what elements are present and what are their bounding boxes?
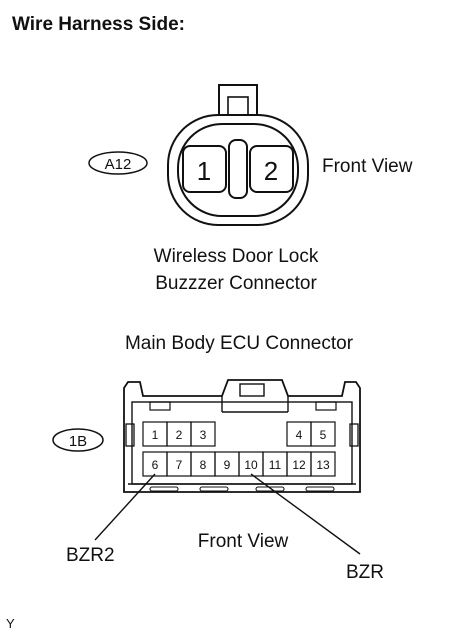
bzr2-leader-line [94, 473, 156, 541]
a12-pin-2: 2 [264, 156, 278, 186]
connector-1b-pin-grid [142, 421, 336, 477]
a12-name-line-2: Buzzzer Connector [155, 273, 317, 294]
callout-bzr2: BZR2 [66, 545, 115, 566]
ecu-pin-3: 3 [200, 428, 207, 442]
1b-tag: 1B [69, 433, 87, 450]
ecu-pin-10: 10 [244, 458, 258, 472]
ecu-pin-4: 4 [296, 428, 303, 442]
corner-mark: Y [6, 616, 15, 631]
bzr-leader-line [250, 473, 361, 555]
ecu-pin-7: 7 [176, 458, 183, 472]
a12-name-line-1: Wireless Door Lock [154, 246, 319, 267]
ecu-pin-6: 6 [152, 458, 159, 472]
a12-tag: A12 [105, 156, 132, 173]
ecu-connector-title: Main Body ECU Connector [125, 333, 354, 354]
connector-1b [123, 379, 361, 493]
a12-tag-ellipse [88, 151, 148, 175]
ecu-pin-9: 9 [224, 458, 231, 472]
page-heading: Wire Harness Side: [12, 14, 185, 35]
1b-tag-ellipse [52, 428, 104, 452]
a12-pin-1: 1 [197, 156, 211, 186]
connector-a12 [167, 84, 309, 226]
ecu-pin-2: 2 [176, 428, 183, 442]
a12-front-view-label: Front View [322, 156, 413, 177]
ecu-pin-13: 13 [316, 458, 330, 472]
callout-bzr: BZR [346, 562, 384, 583]
ecu-pin-1: 1 [152, 428, 159, 442]
ecu-pin-12: 12 [292, 458, 306, 472]
ecu-pin-11: 11 [269, 458, 282, 472]
ecu-pin-8: 8 [200, 458, 207, 472]
ecu-front-view-label: Front View [198, 531, 289, 552]
ecu-pin-5: 5 [320, 428, 327, 442]
